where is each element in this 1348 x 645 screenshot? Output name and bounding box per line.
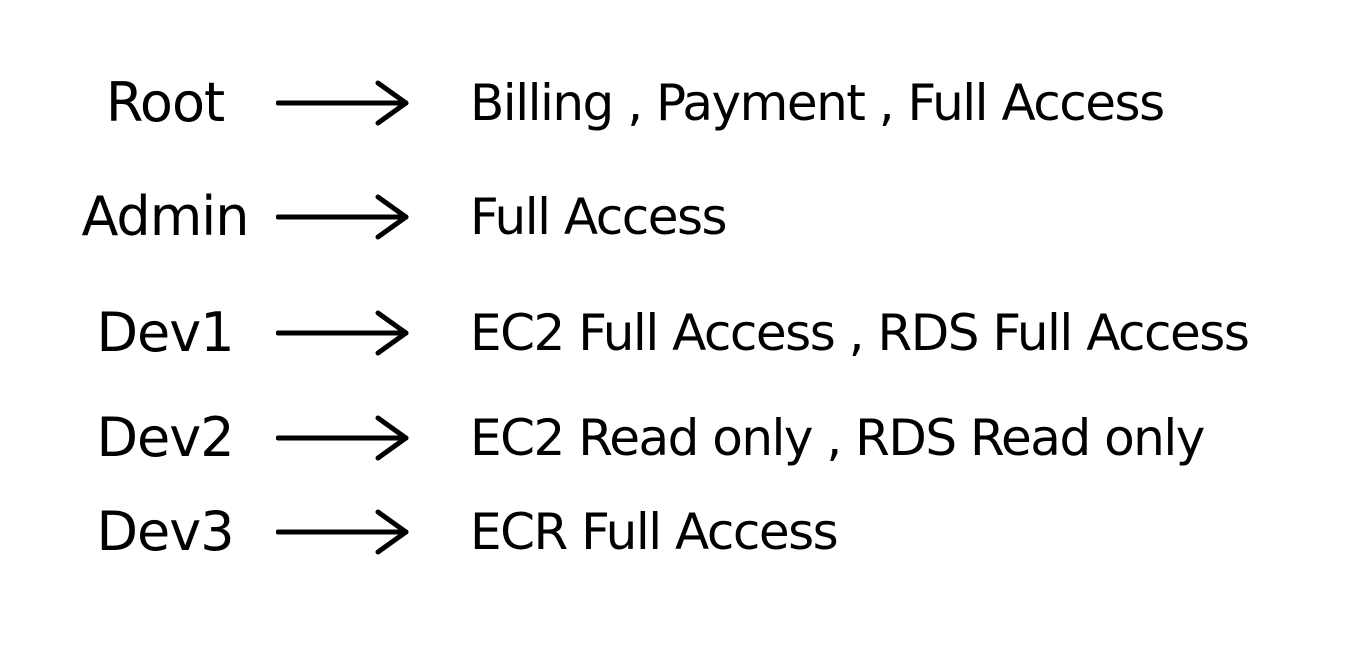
role-label: Admin [81,185,249,248]
mapping-row-root: Root Billing , Payment , Full Access [0,58,1348,148]
permission-text: EC2 Full Access , RDS Full Access [470,304,1250,362]
right-arrow-icon [276,80,409,126]
mapping-row-dev1: Dev1 EC2 Full Access , RDS Full Access [0,288,1348,378]
mapping-row-dev3: Dev3 ECR Full Access [0,487,1348,577]
permission-text: Billing , Payment , Full Access [470,74,1165,132]
permission-text: ECR Full Access [470,503,839,561]
right-arrow-icon [276,415,409,461]
right-arrow-icon [276,310,409,356]
role-label: Dev1 [96,301,234,364]
right-arrow-icon [276,194,409,240]
permission-text: Full Access [470,188,728,246]
mapping-row-dev2: Dev2 EC2 Read only , RDS Read only [0,393,1348,483]
mapping-row-admin: Admin Full Access [0,172,1348,262]
role-label: Dev3 [96,500,234,563]
role-label: Dev2 [96,406,234,469]
right-arrow-icon [276,509,409,555]
permission-text: EC2 Read only , RDS Read only [470,409,1205,467]
role-label: Root [105,71,225,134]
